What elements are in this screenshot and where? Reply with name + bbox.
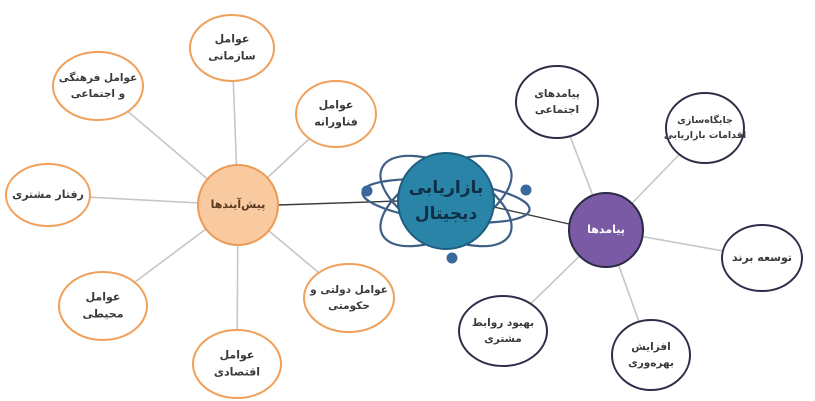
antecedent-node-organizational: عوامل سازمانی: [189, 14, 275, 82]
central-topic-label-line: دیجیتال: [415, 204, 478, 224]
central-circle: [397, 152, 495, 250]
consequence-node-label-line: افزایش: [631, 341, 670, 353]
orbit-dot: [446, 252, 458, 264]
antecedent-node-economic: عوامل اقتصادی: [192, 329, 282, 399]
antecedents-hub-label-line: پیش‌آیندها: [211, 197, 266, 211]
node-bubble: [192, 329, 282, 399]
consequence-node-social-consequences: پیامدهای اجتماعی: [515, 65, 599, 139]
antecedent-node-label-line: سازمانی: [208, 50, 255, 63]
antecedent-node-label-line: عوامل: [319, 98, 354, 111]
antecedents-hub-circle: [197, 164, 279, 246]
consequence-node-customer-relations: بهبود روابط مشتری: [458, 295, 548, 367]
antecedent-node-environmental: عوامل محیطی: [58, 271, 148, 341]
consequences-hub-circle: [568, 192, 644, 268]
consequences-hub-label-line: پیامدها: [587, 223, 625, 236]
central-topic-label-line: بازاریابی: [409, 178, 484, 198]
node-bubble: [721, 224, 803, 292]
consequence-node-marketing-positioning: جایگاه‌سازی اقدامات بازاریابی: [664, 92, 746, 164]
antecedent-node-label-line: عوامل فرهنگی: [59, 71, 138, 84]
antecedent-node-customer-behavior: رفتار مشتری: [5, 163, 91, 227]
consequence-node-label-line: اقدامات بازاریابی: [664, 130, 746, 141]
node-bubble: [665, 92, 745, 164]
antecedent-node-label-line: حکومتی: [328, 300, 370, 312]
antecedents-hub: پیش‌آیندها: [197, 164, 279, 246]
node-bubble: [515, 65, 599, 139]
antecedent-node-label-line: محیطی: [82, 308, 123, 321]
antecedent-node-technological: عوامل فناورانه: [295, 80, 377, 148]
consequence-node-productivity: افزایش بهره‌وری: [611, 319, 691, 391]
antecedent-node-label-line: عوامل: [220, 348, 255, 361]
consequence-node-label-line: مشتری: [484, 333, 522, 345]
node-bubble: [303, 263, 395, 333]
node-bubble: [52, 51, 144, 121]
orbit-dot: [520, 184, 532, 196]
antecedent-node-label-line: و اجتماعی: [71, 88, 125, 100]
link-antecedents-center: [277, 200, 399, 206]
node-bubble: [611, 319, 691, 391]
orbit-dot: [361, 185, 373, 197]
antecedent-node-label-line: اقتصادی: [214, 366, 260, 379]
consequence-node-label-line: پیامدهای: [534, 88, 580, 100]
consequence-node-label-line: جایگاه‌سازی: [677, 114, 733, 126]
consequence-node-label-line: بهره‌وری: [628, 357, 674, 369]
consequence-node-label-line: توسعه برند: [732, 251, 792, 264]
central-topic: بازاریابی دیجیتال: [361, 152, 532, 264]
antecedent-node-label-line: رفتار مشتری: [12, 188, 84, 201]
antecedent-node-label-line: عوامل دولتی و: [309, 284, 388, 296]
consequence-node-label-line: بهبود روابط: [472, 317, 534, 329]
consequence-node-brand-development: توسعه برند: [721, 224, 803, 292]
node-bubble: [295, 80, 377, 148]
antecedent-node-label-line: عوامل: [86, 290, 121, 303]
antecedent-node-cultural-social: عوامل فرهنگی و اجتماعی: [52, 51, 144, 121]
antecedent-node-label-line: عوامل: [215, 32, 250, 45]
node-bubble: [189, 14, 275, 82]
node-bubble: [58, 271, 148, 341]
antecedent-node-label-line: فناورانه: [314, 116, 358, 129]
consequence-node-label-line: اجتماعی: [535, 104, 579, 116]
node-bubble: [5, 163, 91, 227]
node-bubble: [458, 295, 548, 367]
antecedent-node-government: عوامل دولتی و حکومتی: [303, 263, 395, 333]
consequences-hub: پیامدها: [568, 192, 644, 268]
